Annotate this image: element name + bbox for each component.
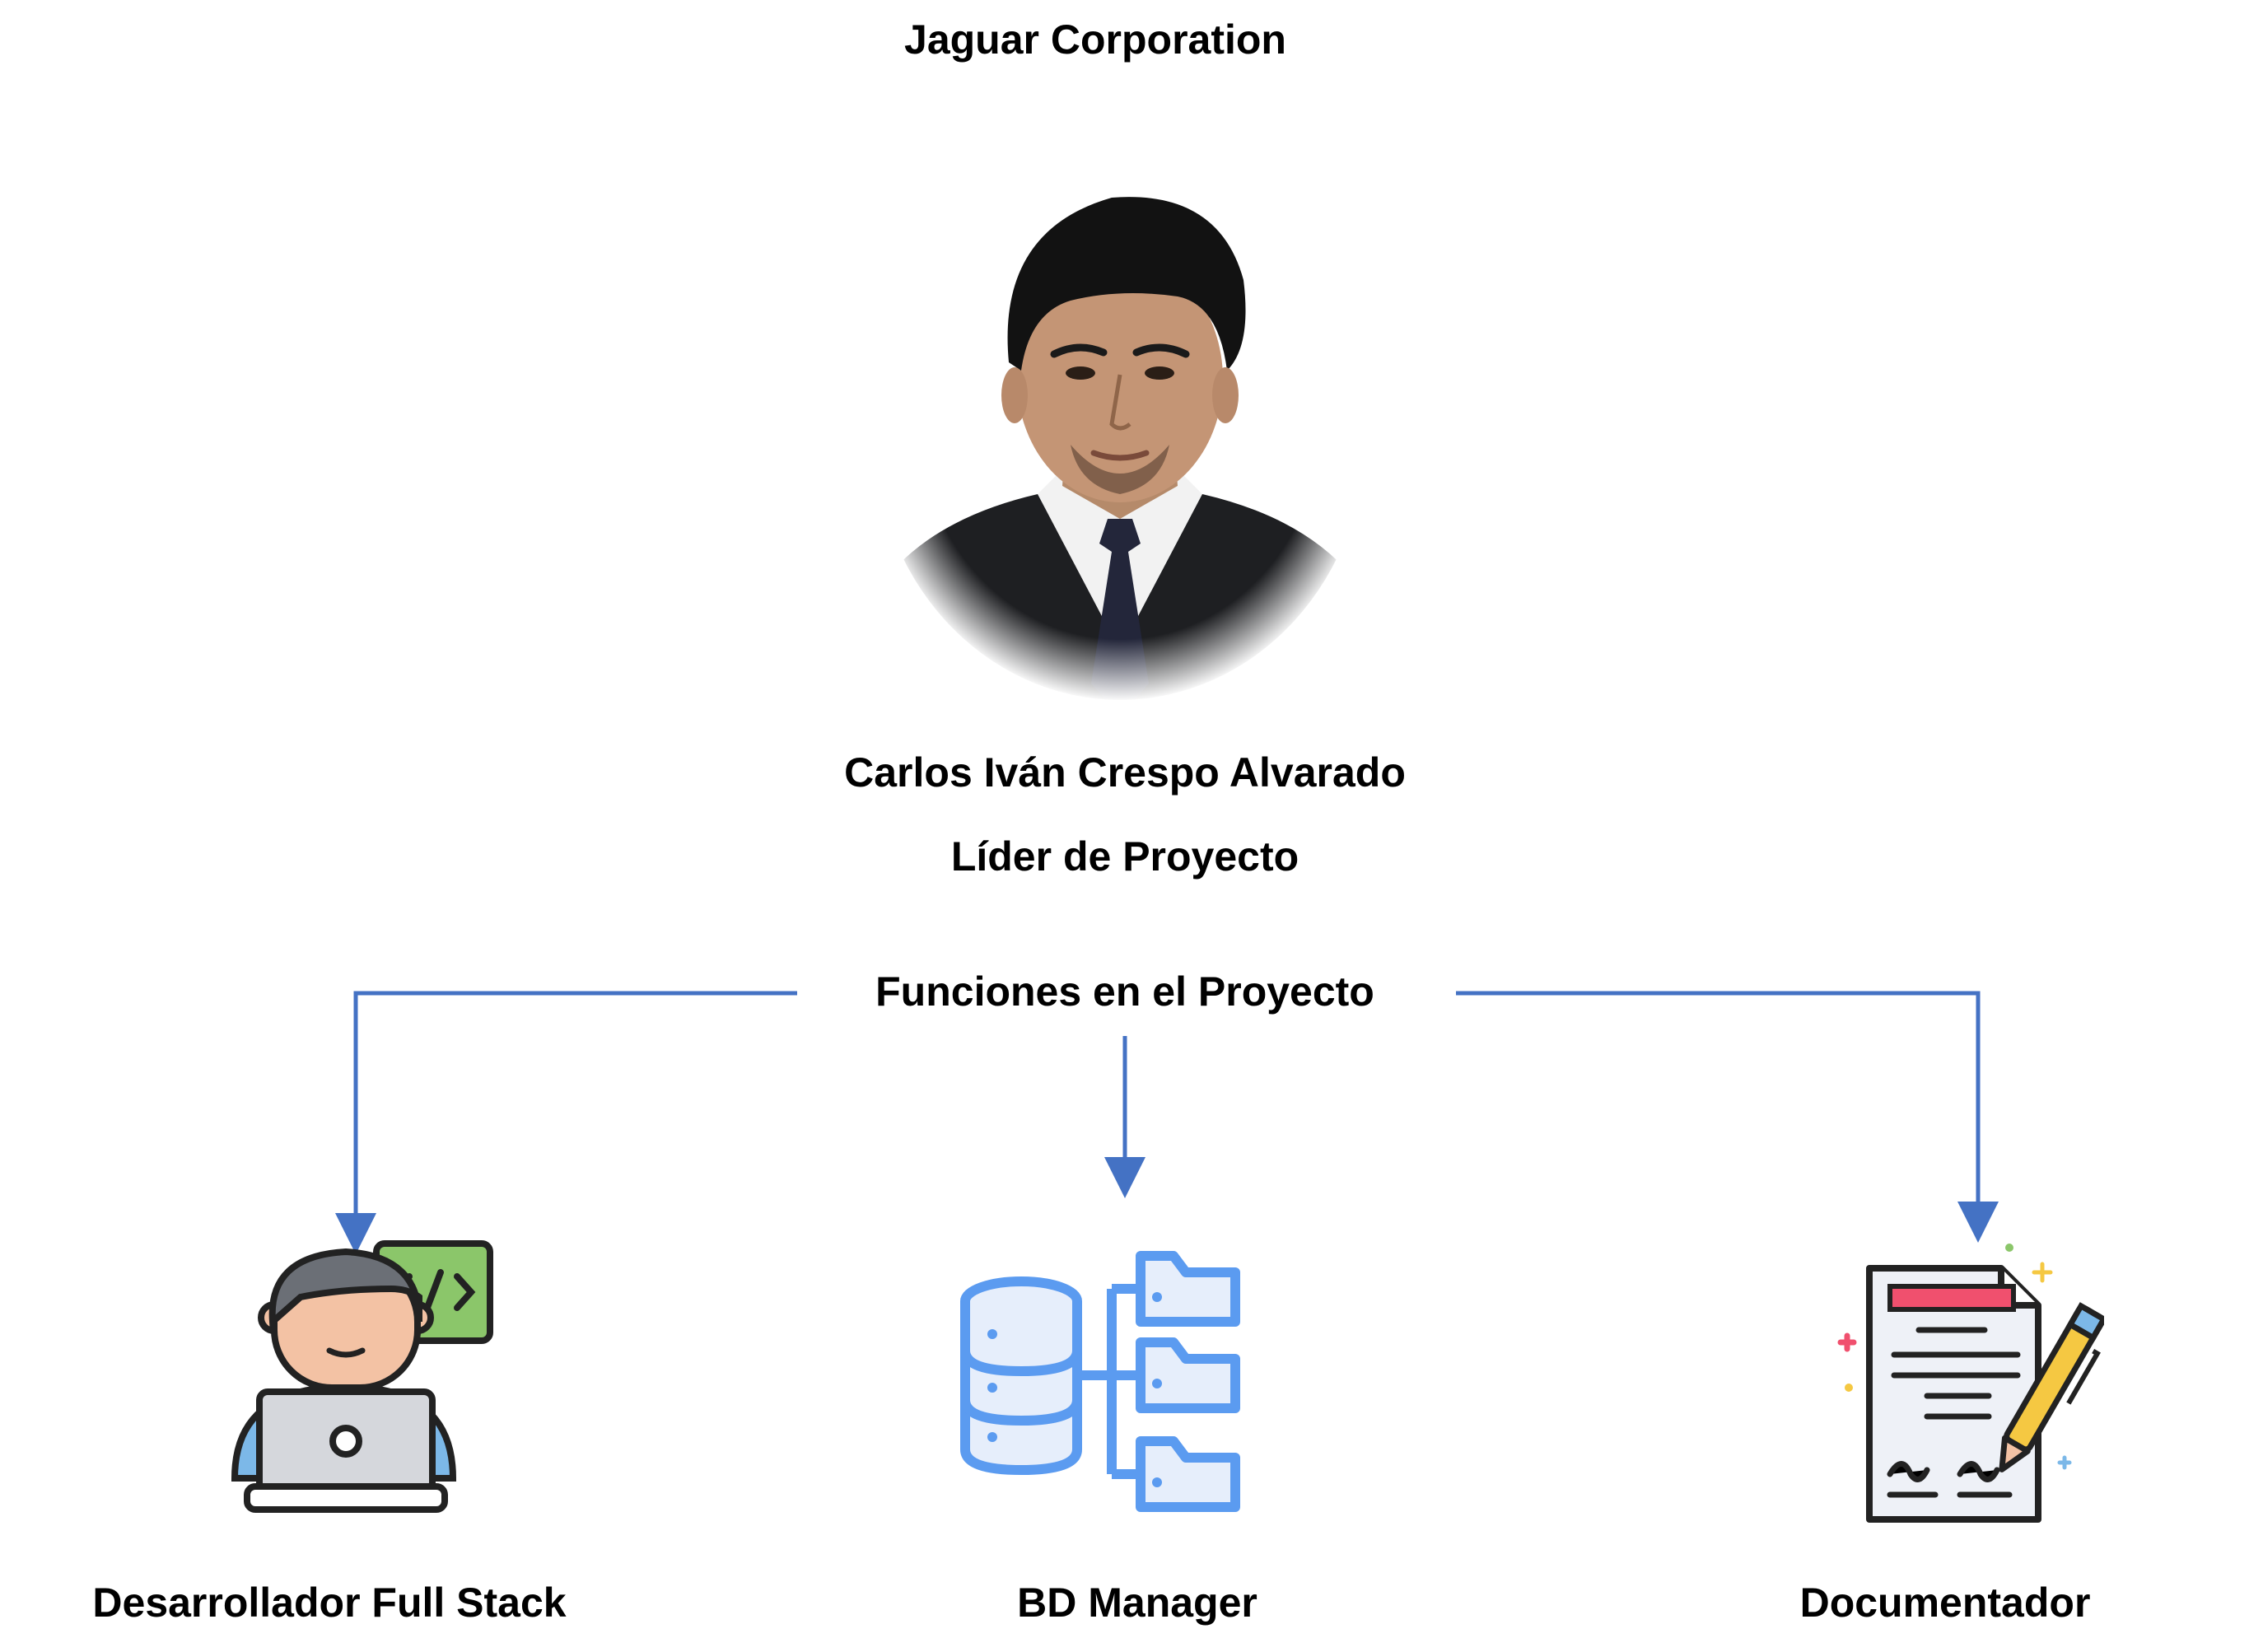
- leader-role: Líder de Proyecto: [950, 833, 1299, 880]
- leader-name: Carlos Iván Crespo Alvarado: [844, 749, 1406, 796]
- developer-icon: [231, 1240, 493, 1513]
- org-title: Jaguar Corporation: [904, 16, 1286, 63]
- function-label-document: Documentador: [1799, 1580, 2091, 1626]
- connector-left: [335, 991, 797, 1254]
- function-label-database: BD Manager: [1017, 1580, 1257, 1626]
- function-label-developer: Desarrollador Full Stack: [92, 1580, 567, 1626]
- functions-heading: Funciones en el Proyecto: [875, 968, 1374, 1015]
- connector-right: [1456, 991, 1999, 1243]
- document-icon: [1837, 1244, 2104, 1523]
- database-icon: [960, 1251, 1240, 1512]
- leader-photo: [871, 156, 1369, 702]
